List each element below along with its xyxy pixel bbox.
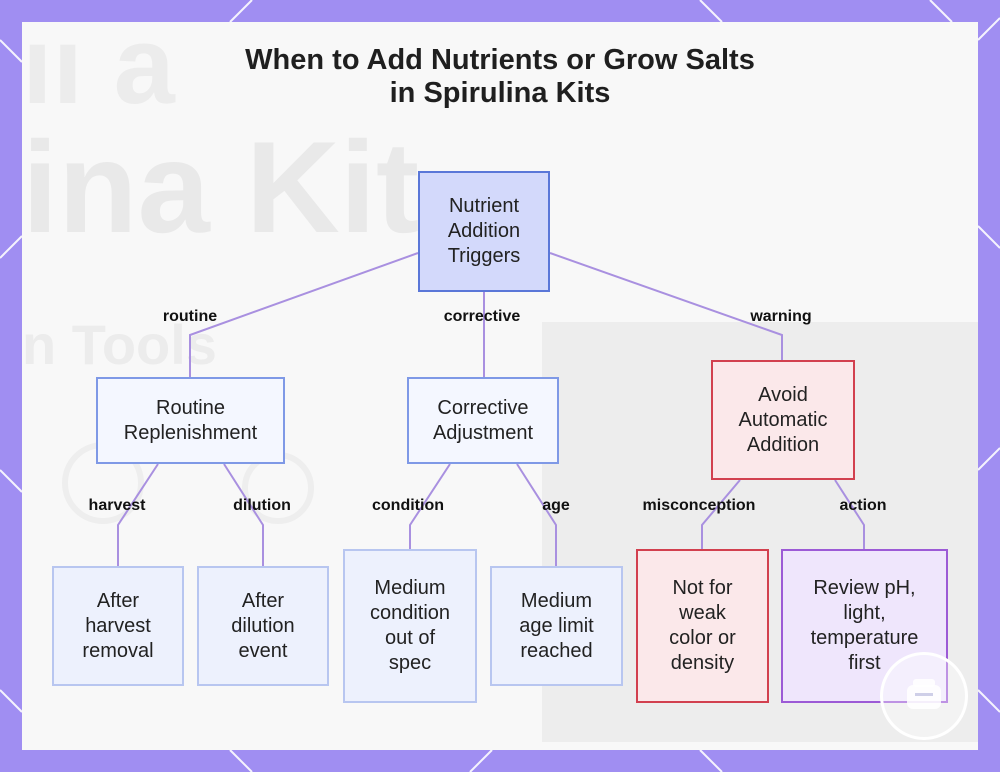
node-label: After dilution event bbox=[231, 589, 295, 662]
node-corrective-adjustment: Corrective Adjustment bbox=[407, 377, 559, 464]
node-label: Avoid Automatic Addition bbox=[738, 383, 828, 456]
node-label: Routine Replenishment bbox=[123, 396, 258, 444]
edge-label-corrective: corrective bbox=[443, 308, 521, 325]
edge-label-age: age bbox=[542, 497, 570, 514]
edge-label-harvest: harvest bbox=[88, 497, 146, 514]
edge-root-routine bbox=[189, 252, 419, 377]
edge-label-condition: condition bbox=[372, 497, 444, 514]
edge-avoid-notfor bbox=[701, 479, 741, 549]
node-label: Nutrient Addition Triggers bbox=[447, 195, 521, 267]
edge-label-warning: warning bbox=[750, 308, 812, 325]
edge-routine-dilution bbox=[223, 463, 264, 566]
diagram-title: When to Add Nutrients or Grow Salts in S… bbox=[0, 44, 1000, 110]
badge-glyph-icon bbox=[907, 679, 941, 709]
title-line-1: When to Add Nutrients or Grow Salts bbox=[245, 44, 755, 76]
node-medium-condition-out-of-spec: Medium condition out of spec bbox=[343, 549, 477, 703]
edge-corrective-age bbox=[516, 463, 557, 566]
node-label: Medium age limit reached bbox=[519, 589, 594, 662]
node-label: Review pH, light, temperature first bbox=[810, 577, 919, 674]
node-avoid-automatic-addition: Avoid Automatic Addition bbox=[711, 360, 855, 480]
node-after-dilution-event: After dilution event bbox=[197, 566, 329, 686]
edge-routine-harvest bbox=[117, 463, 159, 566]
title-line-2: in Spirulina Kits bbox=[389, 77, 611, 109]
node-label: After harvest removal bbox=[82, 589, 154, 662]
node-after-harvest-removal: After harvest removal bbox=[52, 566, 184, 686]
node-not-for-weak-color-or-density: Not for weak color or density bbox=[636, 549, 769, 703]
node-routine-replenishment: Routine Replenishment bbox=[96, 377, 285, 464]
edge-avoid-review bbox=[834, 479, 865, 549]
edge-label-dilution: dilution bbox=[233, 497, 291, 514]
edge-label-action: action bbox=[839, 497, 887, 514]
edge-corrective-condition bbox=[409, 463, 451, 549]
node-medium-age-limit-reached: Medium age limit reached bbox=[490, 566, 623, 686]
logo-badge-icon bbox=[880, 652, 968, 740]
edge-root-avoid bbox=[549, 252, 783, 360]
node-label: Not for weak color or density bbox=[669, 577, 736, 674]
node-label: Corrective Adjustment bbox=[432, 396, 534, 444]
edge-label-routine: routine bbox=[162, 308, 218, 325]
node-nutrient-addition-triggers: Nutrient Addition Triggers bbox=[418, 171, 550, 292]
edge-label-misconception: misconception bbox=[642, 497, 756, 514]
node-label: Medium condition out of spec bbox=[369, 577, 451, 674]
